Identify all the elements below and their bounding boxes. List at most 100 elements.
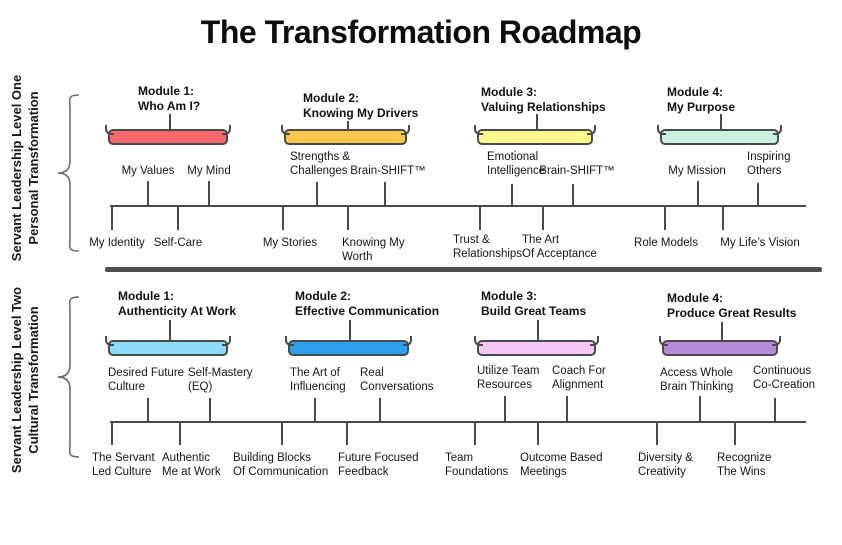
topic-label: My Life’s Vision [720,237,800,249]
module-title: Who Am I? [138,99,201,113]
level-one-side-label-line1: Servant Leadership Level One [9,74,24,262]
level-two-timeline [110,421,806,423]
module-bar [474,125,596,145]
topic-tick [314,398,316,421]
module-bar [659,336,781,356]
module-number: Module 4: [667,291,723,305]
topic-tick [699,396,701,421]
topic-label: The Art of Influencing [290,367,346,393]
module-number: Module 2: [303,91,359,105]
brace-icon [57,296,80,458]
topic-label: Strengths & Challenges [290,151,351,177]
topic-tick [474,423,476,445]
topic-tick [179,423,181,445]
module-title: My Purpose [667,100,736,114]
topic-tick [384,182,386,206]
level-one-timeline [110,205,806,207]
topic-label: Self-Care [153,237,203,249]
module-number: Module 3: [481,85,537,99]
topic-label: Inspiring Others [747,151,791,177]
module-bar [657,125,782,145]
topic-label: Utilize Team Resources [477,365,540,391]
module-header: Module 1: Authenticity At Work [118,289,236,319]
diagram-title: The Transformation Roadmap [200,14,642,50]
bar-tick [169,114,171,129]
module-bar [285,336,412,356]
topic-tick [697,181,699,206]
topic-label: Continuous Co-Creation [753,365,815,391]
topic-label: Knowing My Worth [342,237,405,263]
topic-label: Coach For Alignment [552,365,606,391]
topic-label: Future Focused Feedback [338,452,419,478]
topic-tick [479,207,481,230]
topic-label: The Art Of Acceptance [522,234,597,260]
brace-icon [57,94,80,252]
topic-tick [542,207,544,230]
topic-label: Desired Future Culture [108,367,185,393]
module-header: Module 2: Effective Communication [295,289,439,319]
topic-label: My Mind [187,165,231,177]
topic-tick [656,423,658,445]
topic-label: Access Whole Brain Thinking [660,367,734,393]
topic-tick [147,181,149,206]
module-header: Module 3: Valuing Relationships [481,85,606,115]
module-title: Valuing Relationships [481,100,606,114]
topic-label: Diversity & Creativity [638,452,693,478]
topic-tick [281,423,283,445]
module-title: Authenticity At Work [118,304,237,318]
topic-tick [722,207,724,230]
topic-label: Authentic Me at Work [162,452,221,478]
topic-tick [209,398,211,421]
module-header: Module 4: My Purpose [667,85,735,115]
module-number: Module 3: [481,289,537,303]
topic-tick [566,396,568,421]
module-bar [474,336,599,356]
bar-tick [349,320,351,340]
topic-tick [664,207,666,230]
module-bar [281,125,410,145]
topic-label: Emotional Intelligence [487,151,546,177]
module-number: Module 1: [118,289,174,303]
module-title: Knowing My Drivers [303,106,419,120]
topic-tick [282,207,284,230]
topic-label: Self-Mastery (EQ) [188,367,253,393]
topic-label: Real Conversations [360,367,434,393]
module-number: Module 1: [138,84,194,98]
topic-tick [111,207,113,230]
module-number: Module 2: [295,289,351,303]
level-one-side-label-line2: Personal Transformation [26,91,41,245]
topic-label: Building Blocks Of Communication [233,452,329,478]
module-number: Module 4: [667,85,723,99]
topic-tick [511,184,513,206]
topic-label: Role Models [634,237,698,249]
topic-tick [774,398,776,421]
topic-tick [537,423,539,445]
topic-label: My Mission [668,165,726,177]
module-header: Module 1: Who Am I? [138,84,200,114]
topic-tick [734,423,736,445]
topic-tick [757,183,759,206]
topic-tick [208,181,210,206]
topic-label: My Values [121,165,175,177]
topic-label: Team Foundations [445,452,509,478]
bar-tick [720,114,722,129]
topic-label: Trust & Relationships [453,234,523,260]
topic-tick [347,207,349,230]
module-title: Effective Communication [295,304,440,318]
topic-label: My Identity [89,237,145,249]
level-one-side-label: Servant Leadership Level One Personal Tr… [8,73,42,263]
topic-label: Outcome Based Meetings [520,452,603,478]
bar-tick [721,322,723,340]
module-title: Produce Great Results [667,306,797,320]
bar-tick [536,114,538,129]
topic-tick [177,207,179,230]
topic-tick [379,398,381,421]
module-bar [105,336,231,356]
topic-label: The Servant Led Culture [92,452,155,478]
level-two-side-label-line2: Cultural Transformation [26,306,41,454]
level-two-side-label-line1: Servant Leadership Level Two [9,286,24,474]
bar-tick [347,121,349,129]
topic-tick [316,182,318,206]
topic-tick [572,184,574,206]
